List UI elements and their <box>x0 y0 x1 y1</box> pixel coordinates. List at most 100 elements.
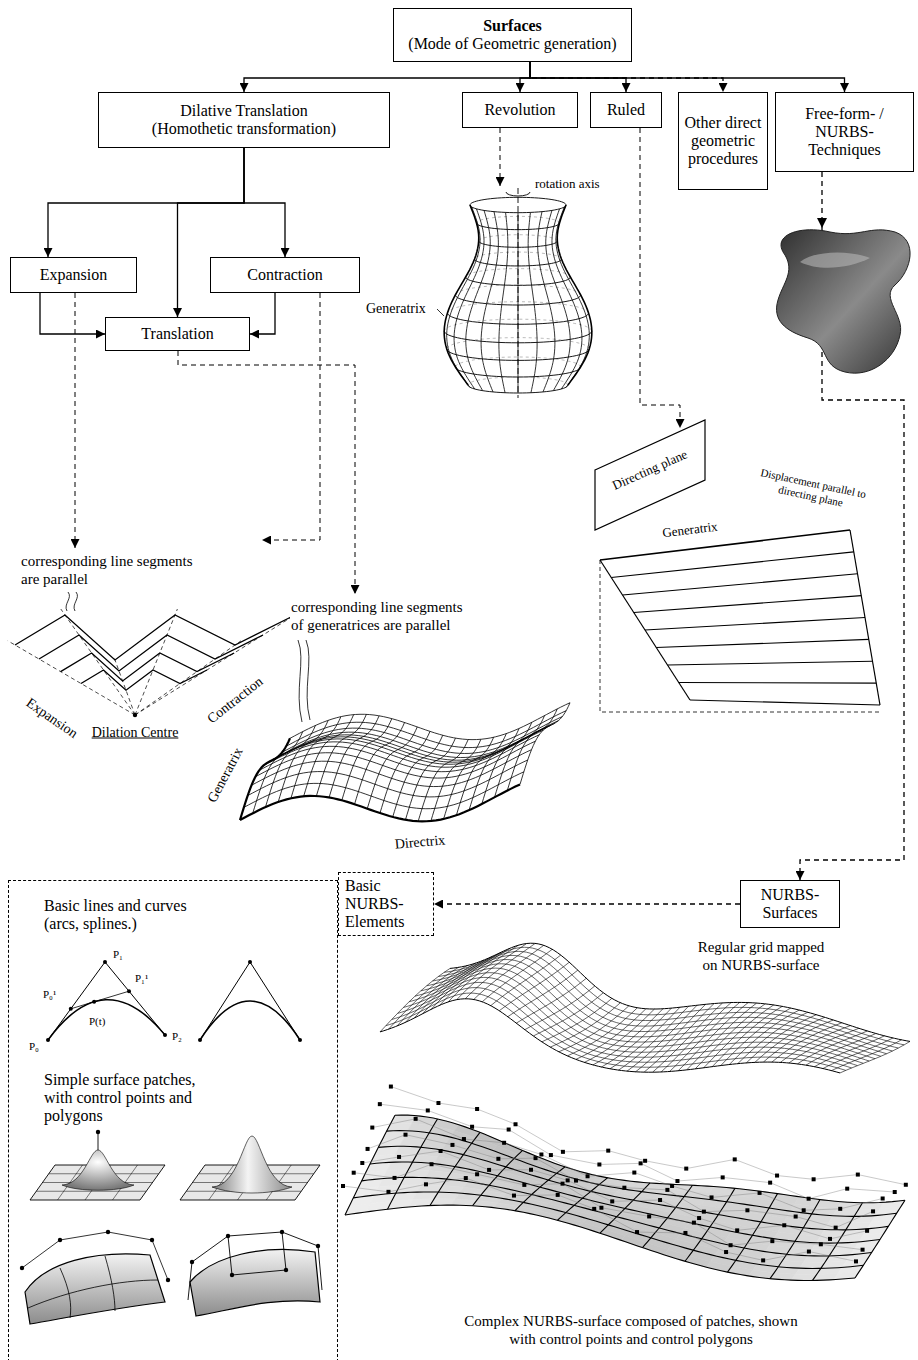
box-text: Basic NURBS- Elements <box>345 877 427 931</box>
control-point <box>761 1258 765 1262</box>
grid-line <box>507 709 557 791</box>
grid-line <box>520 703 570 785</box>
generatrix-line <box>623 574 858 595</box>
category-box: Other direct geometric procedures <box>678 92 768 190</box>
basic-elements <box>20 960 322 1324</box>
box-text: Expansion <box>40 266 108 284</box>
figure-label: Dilation Centre <box>91 724 180 741</box>
category-box: Revolution <box>462 92 578 128</box>
leader-line <box>66 592 69 611</box>
generatrix-profile <box>444 205 479 385</box>
control-polygon <box>48 962 165 1040</box>
control-point <box>20 1266 24 1270</box>
grid-line <box>355 723 405 805</box>
figure-label: P₁¹ <box>134 972 149 985</box>
generatrix-line <box>600 530 850 560</box>
ruled-figure <box>595 420 880 712</box>
category-box: Translation <box>105 317 250 351</box>
dilation-ray <box>135 609 305 715</box>
category-box: Basic NURBS- Elements <box>338 872 434 936</box>
grid-line <box>380 731 430 813</box>
control-point <box>507 1128 511 1132</box>
control-point <box>430 1162 434 1166</box>
control-point <box>106 1230 110 1234</box>
control-point <box>807 1250 811 1254</box>
patch-boundary <box>345 1115 395 1215</box>
bump-surface <box>62 1150 134 1190</box>
control-point <box>475 1172 479 1176</box>
box-text: Surfaces <box>483 17 542 35</box>
generatrix-line <box>690 700 880 705</box>
control-point <box>280 1230 284 1234</box>
dashed-leader <box>75 293 76 548</box>
grid-line <box>610 1007 680 1069</box>
control-point <box>522 1183 526 1187</box>
control-point <box>586 1174 590 1178</box>
figure-label: Directrix <box>393 831 447 853</box>
control-point <box>684 1167 688 1171</box>
patch-boundary <box>387 1131 897 1217</box>
dilated-polyline <box>61 653 235 681</box>
dilation-centre-dot <box>133 713 137 717</box>
meridian-line <box>499 212 508 392</box>
control-point <box>710 1195 714 1199</box>
category-box: Expansion <box>10 257 137 293</box>
box-text: Contraction <box>247 266 323 284</box>
control-polygon <box>368 1135 873 1228</box>
connector-arrow <box>520 62 530 92</box>
control-point <box>622 1186 626 1190</box>
meridian-line <box>466 210 490 390</box>
bump-surface <box>212 1136 292 1193</box>
grid-line <box>474 945 544 999</box>
leader-line <box>298 640 302 722</box>
connector-arrow <box>244 62 530 92</box>
grid-line <box>491 955 561 1006</box>
control-point <box>845 1187 849 1191</box>
control-point <box>729 1243 733 1247</box>
grid-line <box>386 993 846 1070</box>
grid-line <box>316 714 366 796</box>
control-polygon <box>354 1164 863 1249</box>
grid-line <box>398 982 858 1065</box>
control-polygon <box>228 1232 286 1275</box>
meridian-line <box>481 212 498 392</box>
control-polygon <box>200 962 300 1040</box>
bezier-curve <box>48 1000 165 1040</box>
control-point <box>539 1152 543 1156</box>
patch-boundary <box>855 1200 905 1278</box>
control-point <box>871 1209 875 1213</box>
patch-boundary <box>395 1115 905 1203</box>
control-point <box>549 1153 553 1157</box>
control-point <box>635 1230 639 1234</box>
dilated-polyline <box>81 670 207 690</box>
dilation-ray <box>135 609 177 715</box>
control-point <box>782 1223 786 1227</box>
control-point <box>439 1149 443 1153</box>
leader-lines <box>75 128 680 594</box>
control-point <box>856 1173 860 1177</box>
control-point <box>610 1199 614 1203</box>
control-point <box>393 1176 397 1180</box>
grid-line <box>304 715 354 797</box>
box-text: Translation <box>141 325 213 343</box>
dashed-leader <box>500 128 501 186</box>
connector-arrow <box>434 903 740 904</box>
figure-label: Generatrix <box>365 300 427 317</box>
curve-point <box>46 1038 50 1042</box>
control-point <box>436 1101 440 1105</box>
control-polygon <box>22 1232 168 1280</box>
free-form-blob <box>777 230 911 373</box>
dashed-leader <box>262 293 320 540</box>
control-point <box>745 1208 749 1212</box>
generatrix-curve <box>240 738 290 820</box>
curve-point <box>298 1038 302 1042</box>
control-point <box>450 1143 454 1147</box>
complex-nurbs-surface <box>341 1085 908 1281</box>
grid-line <box>418 740 468 822</box>
category-box: Contraction <box>210 257 360 293</box>
control-point <box>360 1161 364 1165</box>
meridian-line <box>447 207 480 387</box>
grid-line <box>380 999 840 1073</box>
rotation-axis <box>518 188 519 398</box>
